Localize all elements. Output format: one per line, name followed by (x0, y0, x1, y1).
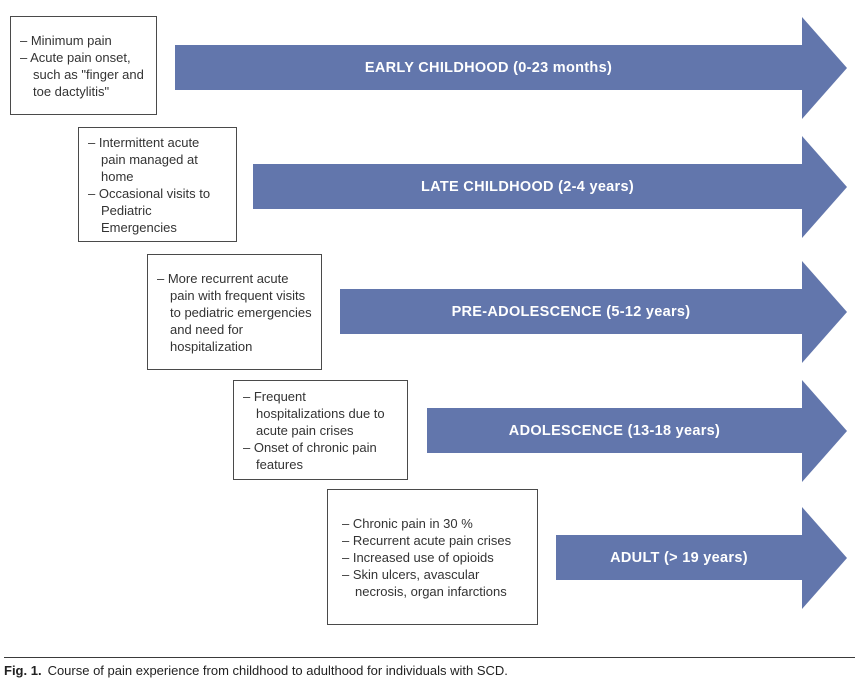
stage-5-notes-box: – Chronic pain in 30 %– Recurrent acute … (327, 489, 538, 625)
stage-4-arrow-label: ADOLESCENCE (13-18 years) (508, 422, 721, 439)
stage-5-arrow-body: ADULT (> 19 years) (556, 535, 802, 580)
stage-4-notes-list: – Frequent hospitalizations due to acute… (243, 388, 398, 473)
arrow-head-icon (802, 379, 847, 482)
stage-4-arrow: ADOLESCENCE (13-18 years) (427, 379, 847, 482)
note-item: – Minimum pain (20, 32, 112, 48)
figure-caption: Fig. 1. Course of pain experience from ch… (4, 657, 855, 679)
note-item: – Intermittent acute pain managed at hom… (88, 134, 200, 184)
stage-2-notes-box: – Intermittent acute pain managed at hom… (78, 127, 237, 242)
caption-text: Fig. 1. Course of pain experience from ch… (4, 663, 855, 679)
note-item: – More recurrent acute pain with frequen… (157, 270, 312, 354)
stage-1-arrow: EARLY CHILDHOOD (0-23 months) (175, 16, 847, 119)
stage-5-arrow-label: ADULT (> 19 years) (610, 549, 748, 566)
caption-figure-number: Fig. 1. (4, 663, 42, 678)
arrow-head-icon (802, 135, 847, 238)
stage-3-arrow-body: PRE-ADOLESCENCE (5-12 years) (340, 289, 802, 334)
stage-2-arrow-label: LATE CHILDHOOD (2-4 years) (421, 178, 634, 195)
stage-1-arrow-body: EARLY CHILDHOOD (0-23 months) (175, 45, 802, 90)
arrow-head-icon (802, 260, 847, 363)
stage-1-notes-list: – Minimum pain– Acute pain onset, such a… (20, 32, 147, 100)
stage-5-notes-list: – Chronic pain in 30 %– Recurrent acute … (342, 515, 528, 600)
stage-2-arrow-body: LATE CHILDHOOD (2-4 years) (253, 164, 802, 209)
note-item: – Skin ulcers, avascular necrosis, organ… (342, 566, 507, 599)
stage-4-arrow-body: ADOLESCENCE (13-18 years) (427, 408, 802, 453)
note-item: – Frequent hospitalizations due to acute… (243, 388, 385, 438)
stage-3-notes-box: – More recurrent acute pain with frequen… (147, 254, 322, 370)
note-item: – Chronic pain in 30 % (342, 515, 473, 531)
stage-2-arrow: LATE CHILDHOOD (2-4 years) (253, 135, 847, 238)
stage-5-arrow: ADULT (> 19 years) (556, 506, 847, 609)
note-item: – Onset of chronic pain features (243, 439, 377, 472)
stage-2-notes-list: – Intermittent acute pain managed at hom… (88, 134, 227, 236)
stage-4-notes-box: – Frequent hospitalizations due to acute… (233, 380, 408, 480)
arrow-head-icon (802, 506, 847, 609)
stage-3-arrow: PRE-ADOLESCENCE (5-12 years) (340, 260, 847, 363)
stage-3-arrow-label: PRE-ADOLESCENCE (5-12 years) (451, 303, 691, 320)
arrow-head-icon (802, 16, 847, 119)
stage-1-notes-box: – Minimum pain– Acute pain onset, such a… (10, 16, 157, 115)
caption-description: Course of pain experience from childhood… (47, 663, 508, 678)
note-item: – Increased use of opioids (342, 549, 494, 565)
note-item: – Recurrent acute pain crises (342, 532, 512, 548)
stage-3-notes-list: – More recurrent acute pain with frequen… (157, 270, 312, 355)
stage-1-arrow-label: EARLY CHILDHOOD (0-23 months) (364, 59, 613, 76)
note-item: – Occasional visits to Pediatric Emergen… (88, 185, 211, 235)
note-item: – Acute pain onset, such as "finger and … (20, 49, 144, 99)
